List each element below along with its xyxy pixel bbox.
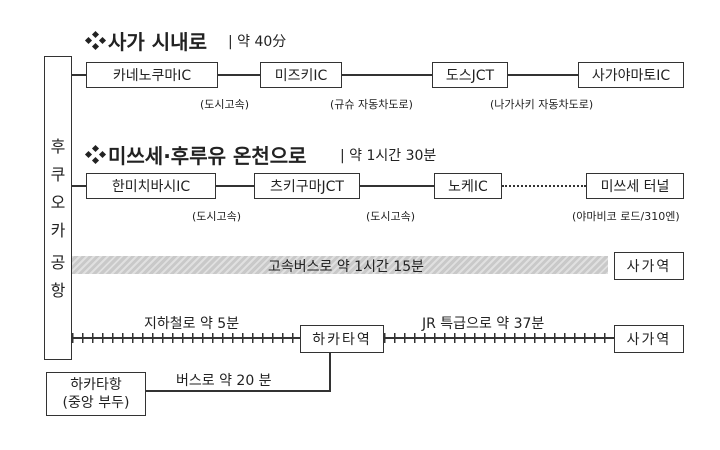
route2-stop-hanmichibashi: 한미치바시IC	[86, 173, 216, 199]
route2-stop-noke: 노케IC	[434, 173, 502, 199]
route1-note-2: (규슈 자동차도로)	[330, 98, 413, 111]
route2-title: 미쓰세·후루유 온천으로	[108, 144, 307, 168]
airport-char-2: 쿠	[50, 165, 66, 184]
hakata-port-pier: (중앙 부두)	[62, 395, 130, 411]
route2-dotted-line	[502, 185, 586, 187]
airport-char-6: 항	[50, 281, 66, 300]
route1-note-3: (나가사키 자동차도로)	[490, 98, 594, 111]
hakata-port-name: 하카타항	[70, 377, 122, 393]
route1-stop-kanenokuma: 카네노쿠마IC	[86, 62, 218, 88]
route1-stop-mizuki: 미즈키IC	[260, 62, 342, 88]
subway-track	[72, 333, 300, 343]
route2-note-1: (도시고속)	[192, 210, 242, 223]
route2-note-3: (야마비코 로드/310엔)	[572, 210, 680, 223]
bus-destination-saga-station: 사가역	[614, 252, 684, 280]
route2-diamond-icon	[84, 144, 107, 165]
jr-track	[384, 333, 614, 343]
fukuoka-airport-box: 후 쿠 오 카 공 항	[44, 56, 72, 360]
route1-time: | 약 40分	[228, 34, 287, 50]
route1-diamond-icon	[84, 30, 107, 51]
port-connector-horizontal	[146, 390, 331, 392]
route2-stop-tsukiguma-jct: 츠키구마JCT	[254, 173, 360, 199]
airport-char-1: 후	[50, 137, 66, 156]
route1-note-1: (도시고속)	[200, 98, 250, 111]
airport-char-5: 공	[50, 253, 66, 272]
bus-route-label: 고속버스로 약 1시간 15분	[268, 259, 424, 275]
bus-route-bar	[72, 256, 608, 274]
airport-char-4: 카	[50, 221, 66, 240]
route2-stop-mitsuse-tunnel: 미쓰세 터널	[586, 173, 684, 199]
route1-stop-tosu-jct: 도스JCT	[432, 62, 508, 88]
route1-title: 사가 시내로	[108, 30, 207, 54]
hakata-station-box: 하카타역	[300, 325, 384, 353]
jr-express-label: JR 특급으로 약 37분	[422, 316, 545, 332]
subway-label: 지하철로 약 5분	[144, 316, 240, 332]
route2-note-2: (도시고속)	[366, 210, 416, 223]
rail-destination-saga-station: 사가역	[614, 325, 684, 353]
route2-time: | 약 1시간 30분	[340, 148, 437, 164]
hakata-port-box: 하카타항 (중앙 부두)	[46, 372, 146, 416]
route1-stop-saga-yamato: 사가야마토IC	[578, 62, 684, 88]
port-connector-vertical	[329, 353, 331, 391]
port-bus-label: 버스로 약 20 분	[176, 373, 272, 389]
airport-char-3: 오	[50, 193, 66, 212]
